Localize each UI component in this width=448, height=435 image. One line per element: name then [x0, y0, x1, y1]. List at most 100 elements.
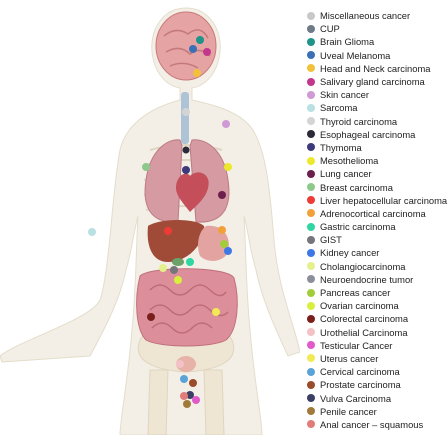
gallbladder [172, 258, 184, 266]
legend-item: Gastric carcinoma [307, 220, 448, 233]
legend-item: Neuroendocrine tumor [307, 273, 448, 286]
legend-color-dot [307, 117, 315, 125]
legend-item: Skin cancer [307, 88, 448, 101]
intestines [137, 269, 238, 346]
legend-color-dot [307, 38, 315, 46]
legend-label: Ovarian carcinoma [320, 299, 399, 312]
legend-item: Thymoma [307, 141, 448, 154]
legend-color-dot [307, 91, 315, 99]
legend-color-dot [307, 183, 315, 191]
marker-gastric [186, 258, 194, 266]
marker-lung [218, 191, 226, 199]
legend-label: Salivary gland carcinoma [320, 75, 425, 88]
marker-prostate [189, 379, 197, 387]
legend-item: Esophageal carcinoma [307, 128, 448, 141]
legend-item: Head and Neck carcinoma [307, 62, 448, 75]
legend-color-dot [307, 157, 315, 165]
legend-color-dot [307, 209, 315, 217]
marker-liver [164, 227, 172, 235]
legend-item: Mesothelioma [307, 154, 448, 167]
legend-label: Gastric carcinoma [320, 220, 396, 233]
legend-color-dot [307, 64, 315, 72]
legend-label: Miscellaneous cancer [320, 9, 410, 22]
legend-label: Skin cancer [320, 88, 369, 101]
marker-thymoma [182, 166, 190, 174]
legend-label: Lung cancer [320, 167, 372, 180]
marker-kidney [224, 247, 232, 255]
brain [156, 12, 216, 80]
legend-label: Thymoma [320, 141, 362, 154]
legend-item: Lung cancer [307, 167, 448, 180]
trachea [181, 92, 189, 144]
legend-label: Thyroid carcinoma [320, 115, 397, 128]
legend-label: Sarcoma [320, 101, 358, 114]
legend-item: Uterus cancer [307, 352, 448, 365]
legend-label: Neuroendocrine tumor [320, 273, 413, 286]
legend-item: Uveal Melanoma [307, 49, 448, 62]
legend-item: Ovarian carcinoma [307, 299, 448, 312]
legend-color-dot [307, 12, 315, 20]
legend-item: Anal cancer – squamous [307, 418, 448, 431]
legend-color-dot [307, 420, 315, 428]
legend-color-dot [307, 223, 315, 231]
legend-item: Liver hepatocellular carcinoma [307, 194, 448, 207]
marker-thyroid [182, 108, 190, 116]
legend-item: Testicular Cancer [307, 339, 448, 352]
legend-label: Prostate carcinoma [320, 378, 401, 391]
marker-breast [142, 163, 150, 171]
legend-label: Urothelial Carcinoma [320, 326, 408, 339]
marker-testicular [192, 396, 200, 404]
marker-skin [222, 120, 230, 128]
legend-item: Adrenocortical carcinoma [307, 207, 448, 220]
legend-label: Mesothelioma [320, 154, 378, 167]
legend-color-dot [307, 289, 315, 297]
marker-cholangiocarcinoma [159, 264, 167, 272]
marker-sarcoma [88, 228, 96, 236]
marker-cervical [180, 375, 188, 383]
legend-item: Miscellaneous cancer [307, 9, 448, 22]
legend-color-dot [307, 130, 315, 138]
legend-item: Breast carcinoma [307, 180, 448, 193]
legend-color-dot [307, 196, 315, 204]
legend-item: Sarcoma [307, 101, 448, 114]
legend-label: Breast carcinoma [320, 181, 393, 194]
legend-label: Penile cancer [320, 405, 377, 418]
legend-item: Cholangiocarcinoma [307, 260, 448, 273]
legend-item: Thyroid carcinoma [307, 115, 448, 128]
legend-item: Urothelial Carcinoma [307, 326, 448, 339]
legend-item: CUP [307, 22, 448, 35]
legend-label: Vulva Carcinoma [320, 392, 391, 405]
marker-ovarian [174, 276, 182, 284]
anatomy-figure [0, 0, 300, 435]
legend-label: Esophageal carcinoma [320, 128, 415, 141]
legend-color-dot [307, 249, 315, 257]
marker-pancreas [220, 240, 228, 248]
legend-color-dot [307, 302, 315, 310]
marker-urothelial [176, 360, 184, 368]
legend-item: Pancreas cancer [307, 286, 448, 299]
legend-label: Cervical carcinoma [320, 365, 400, 378]
marker-uveal-melanoma [189, 45, 197, 53]
legend-label: Testicular Cancer [320, 339, 392, 352]
legend-color-dot [307, 394, 315, 402]
legend-label: Uveal Melanoma [320, 49, 390, 62]
legend-color-dot [307, 143, 315, 151]
marker-salivary-gland [203, 48, 211, 56]
marker-penile [183, 400, 191, 408]
legend-color-dot [307, 236, 315, 244]
legend-color-dot [307, 341, 315, 349]
legend-color-dot [307, 407, 315, 415]
legend-color-dot [307, 275, 315, 283]
legend-label: Cholangiocarcinoma [320, 260, 405, 273]
legend-item: Vulva Carcinoma [307, 391, 448, 404]
legend-color-dot [307, 51, 315, 59]
legend-color-dot [307, 368, 315, 376]
marker-adrenocortical [218, 226, 226, 234]
legend-label: Head and Neck carcinoma [320, 62, 430, 75]
legend-color-dot [307, 170, 315, 178]
legend-label: Pancreas cancer [320, 286, 390, 299]
marker-brain-glioma [196, 36, 204, 44]
legend-color-dot [307, 328, 315, 336]
legend-item: Penile cancer [307, 405, 448, 418]
